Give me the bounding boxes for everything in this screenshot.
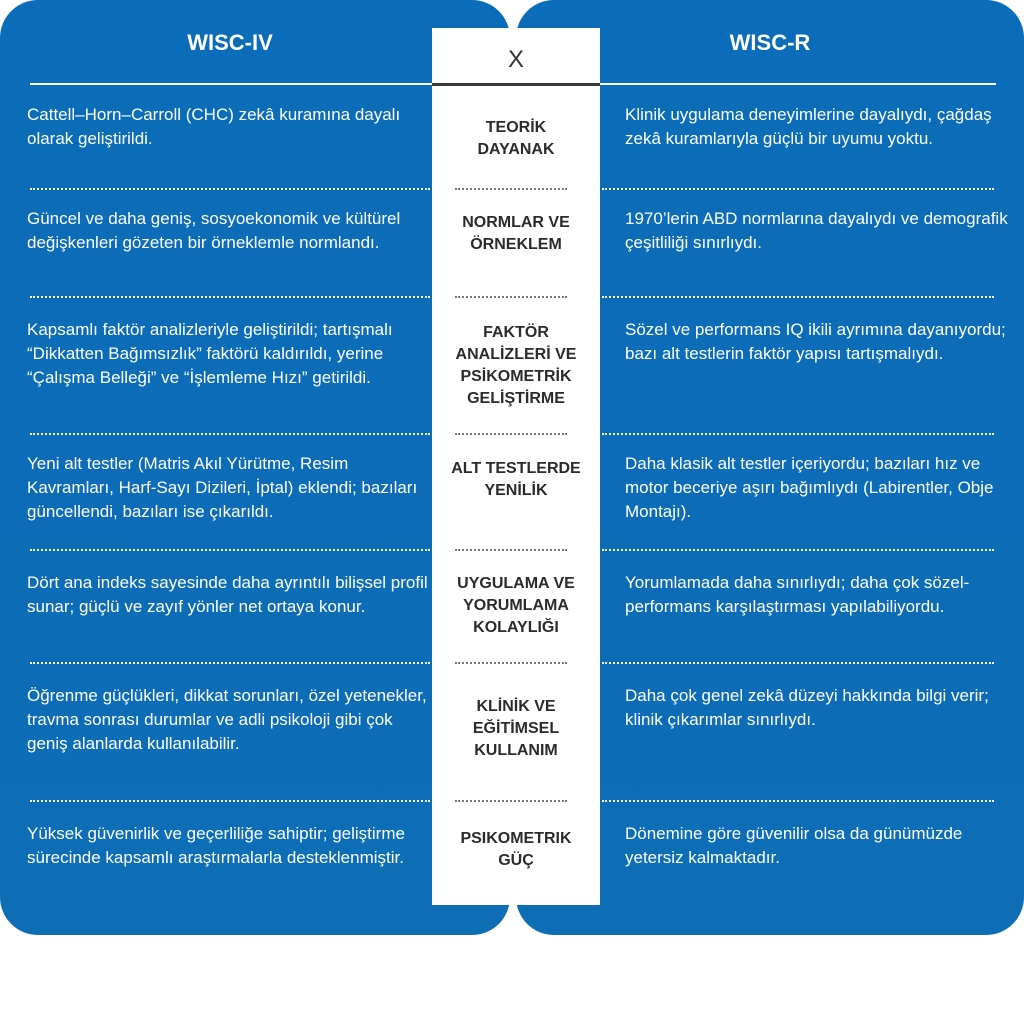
wisc-iv-cell: Öğrenme güçlükleri, dikkat sorunları, öz… bbox=[27, 686, 427, 753]
wisc-iv-cell: Yeni alt testler (Matris Akıl Yürütme, R… bbox=[27, 454, 418, 521]
wisc-r-cell: Daha çok genel zekâ düzeyi hakkında bilg… bbox=[625, 686, 989, 729]
wisc-r-cell: Yorumlamada daha sınırlıydı; daha çok sö… bbox=[625, 573, 970, 616]
criterion-label: TEORİK DAYANAK bbox=[477, 119, 555, 158]
versus-divider bbox=[432, 83, 600, 86]
row-divider bbox=[602, 188, 994, 190]
wisc-r-heading: WISC-R bbox=[729, 30, 811, 55]
wisc-iv-heading: WISC-IV bbox=[187, 30, 273, 55]
row-divider bbox=[602, 800, 994, 802]
row-divider bbox=[455, 800, 567, 802]
versus-label: X bbox=[507, 46, 524, 73]
row-divider bbox=[455, 296, 567, 298]
criterion-label: PSIKOMETRIK GÜÇ bbox=[460, 830, 572, 869]
wisc-iv-cell: Kapsamlı faktör analizleriyle geliştiril… bbox=[27, 320, 393, 387]
row-divider bbox=[30, 433, 430, 435]
criterion-label: UYGULAMA VE YORUMLAMA KOLAYLIĞI bbox=[457, 575, 575, 636]
row-divider bbox=[455, 188, 567, 190]
row-divider bbox=[455, 662, 567, 664]
row-divider bbox=[30, 549, 430, 551]
wisc-r-cell: Sözel ve performans IQ ikili ayrımına da… bbox=[625, 320, 1006, 363]
row-divider bbox=[30, 188, 430, 190]
wisc-r-panel bbox=[516, 0, 1024, 935]
criterion-label: FAKTÖR ANALİZLERİ VE PSİKOMETRİK GELİŞTİ… bbox=[455, 324, 577, 407]
row-divider bbox=[30, 662, 430, 664]
header-divider bbox=[600, 83, 996, 85]
wisc-iv-cell: Dört ana indeks sayesinde daha ayrıntılı… bbox=[27, 573, 428, 616]
row-divider bbox=[30, 800, 430, 802]
criterion-label: KLİNİK VE EĞİTİMSEL KULLANIM bbox=[472, 698, 560, 759]
wisc-iv-panel bbox=[0, 0, 510, 935]
wisc-r-cell: 1970’lerin ABD normlarına dayalıydı ve d… bbox=[625, 209, 1008, 252]
wisc-r-cell: Dönemine göre güvenilir olsa da günümüzd… bbox=[625, 824, 963, 867]
criterion-label: NORMLAR VE ÖRNEKLEM bbox=[462, 214, 570, 253]
row-divider bbox=[455, 549, 567, 551]
row-divider bbox=[602, 549, 994, 551]
row-divider bbox=[602, 433, 994, 435]
row-divider bbox=[30, 296, 430, 298]
wisc-iv-cell: Güncel ve daha geniş, sosyoekonomik ve k… bbox=[27, 209, 401, 252]
wisc-iv-cell: Yüksek güvenirlik ve geçerliliğe sahipti… bbox=[27, 824, 405, 867]
wisc-r-cell: Daha klasik alt testler içeriyordu; bazı… bbox=[625, 454, 994, 521]
header-divider bbox=[30, 83, 432, 85]
wisc-iv-cell: Cattell–Horn–Carroll (CHC) zekâ kuramına… bbox=[27, 105, 401, 148]
criterion-label: ALT TESTLERDE YENİLİK bbox=[451, 460, 581, 499]
row-divider bbox=[602, 662, 994, 664]
wisc-r-cell: Klinik uygulama deneyimlerine dayalıydı,… bbox=[625, 105, 992, 148]
row-divider bbox=[602, 296, 994, 298]
row-divider bbox=[455, 433, 567, 435]
criteria-column: X bbox=[432, 28, 600, 905]
